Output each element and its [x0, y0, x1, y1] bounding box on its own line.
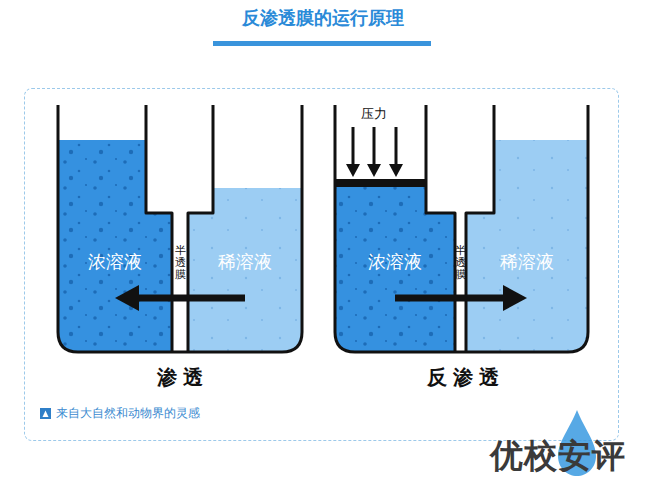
caption-icon	[40, 408, 51, 419]
caption-icon	[43, 411, 49, 418]
solution-region: 浓溶液	[58, 213, 172, 352]
liquid-dots	[466, 140, 588, 352]
solution-region: 稀溶液	[188, 213, 302, 352]
caption-text: 来自大自然和动物界的灵感	[56, 405, 200, 421]
title-underline	[213, 41, 431, 46]
tank-outline	[335, 105, 588, 352]
force-label: 压力	[361, 106, 387, 122]
concentrated-liquid	[58, 140, 172, 352]
arrow-shaft	[395, 295, 505, 302]
piston	[335, 179, 426, 187]
tank-caption: 反渗透	[330, 364, 595, 390]
tank-group: 渗透 浓溶液半透膜稀溶液	[50, 98, 310, 398]
liquid-dots	[58, 140, 172, 352]
semipermeable-membrane: 半透膜	[455, 213, 466, 352]
flow-arrow	[395, 285, 527, 311]
arrow-head	[115, 285, 139, 311]
arrow-shaft	[137, 295, 245, 302]
tank-outline	[58, 105, 302, 352]
dilute-liquid	[466, 140, 588, 352]
membrane-label: 半透膜	[455, 245, 466, 281]
membrane-strip	[455, 213, 466, 352]
watermark: 优校安评	[490, 436, 626, 476]
liquid-dots	[335, 186, 455, 352]
solution-region: 稀溶液	[466, 213, 588, 352]
solution-label: 浓溶液	[335, 250, 455, 274]
flow-arrow	[115, 285, 245, 311]
concentrated-liquid	[335, 186, 455, 352]
tank-group: 反渗透 浓溶液半透膜稀溶液	[330, 98, 595, 398]
solution-region: 浓溶液	[335, 213, 455, 352]
arrow-head	[503, 285, 527, 311]
membrane-label: 半透膜	[175, 245, 186, 281]
solution-label: 浓溶液	[58, 250, 172, 274]
membrane-strip	[172, 213, 188, 352]
semipermeable-membrane: 半透膜	[172, 213, 188, 352]
pressure-arrows	[346, 127, 403, 177]
tank-caption: 渗透	[50, 364, 310, 390]
solution-label: 稀溶液	[466, 250, 588, 274]
diagram-title: 反渗透膜的运行原理	[0, 6, 646, 30]
solution-label: 稀溶液	[188, 250, 302, 274]
